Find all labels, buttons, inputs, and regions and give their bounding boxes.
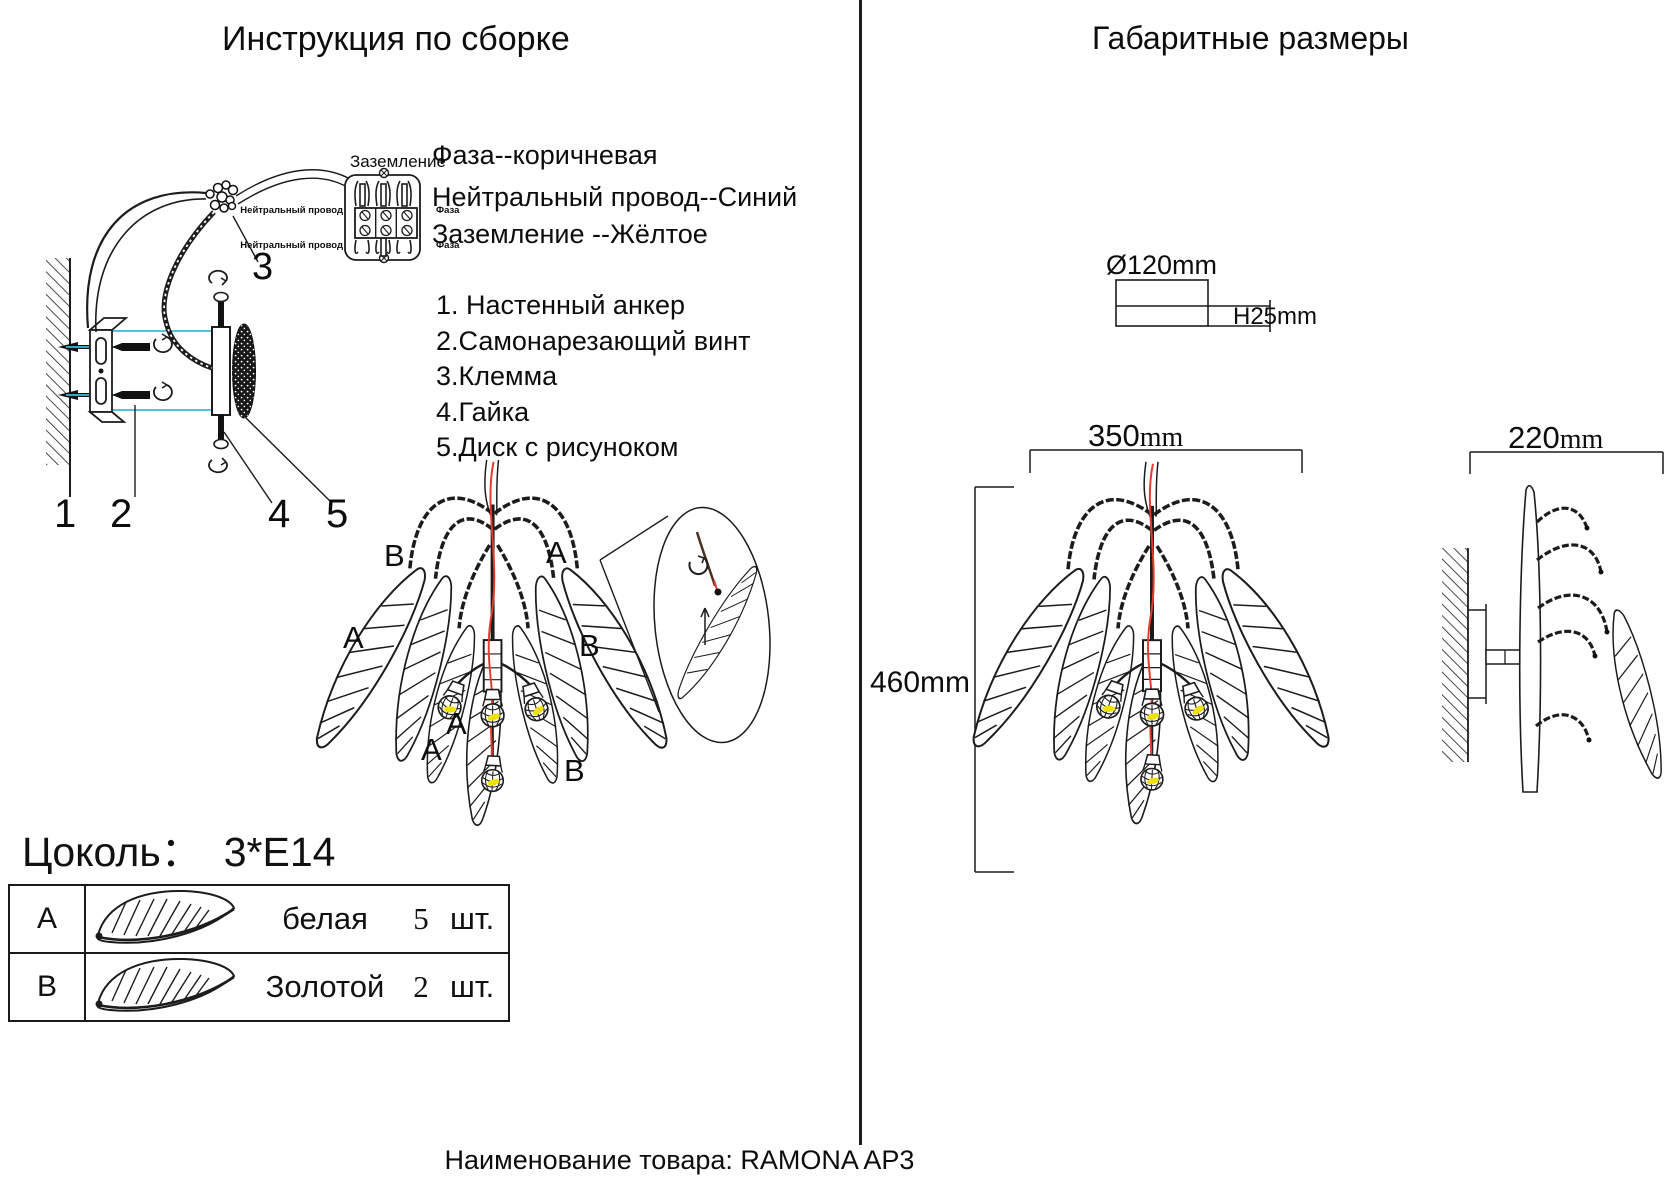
panel-divider — [859, 0, 862, 1145]
leaf-type-letter: A — [10, 886, 86, 952]
leaf-label: A — [421, 732, 442, 767]
leaf-quantity: 2 — [413, 969, 429, 1004]
callout-2: 2 — [110, 492, 133, 536]
dim-front-height: 460mm — [869, 666, 970, 699]
phase-label-bottom: Фаза — [436, 240, 460, 251]
leaf-illustration — [94, 889, 236, 945]
product-name: Наименование товара: RAMONA AP3 — [444, 1145, 915, 1175]
callout-5: 5 — [326, 492, 349, 536]
parts-list-item: 2.Самонарезающий винт — [436, 325, 751, 356]
socket-value: 3*E14 — [223, 829, 336, 875]
dim-plate-height: H25mm — [1233, 303, 1318, 330]
parts-list-item: 5.Диск с рисуноком — [436, 432, 679, 462]
leaf-quantity-unit: шт. — [450, 969, 495, 1004]
parts-list-item: 1. Настенный анкер — [436, 290, 685, 320]
wall-drawing — [46, 258, 71, 497]
dim-front-width: 350mm — [1088, 418, 1184, 453]
socket-label: Цоколь： — [22, 829, 202, 875]
leaf-illustration — [94, 957, 236, 1013]
leaf-label: B — [384, 538, 405, 573]
leaf-label: B — [564, 753, 585, 788]
leaf-type-letter: B — [10, 954, 86, 1020]
terminal-block-drawing: Заземление Нейтральный провод Нейтральны… — [240, 152, 460, 264]
dim-350-lines — [1029, 449, 1303, 473]
parts-list: 1. Настенный анкер 2.Самонарезающий винт… — [436, 288, 751, 466]
dim-460-lines — [974, 486, 1014, 873]
callout-1: 1 — [54, 492, 77, 536]
left-panel-title: Инструкция по сборке — [222, 20, 570, 58]
neutral-label-bottom: Нейтральный провод — [240, 240, 343, 251]
socket-spec: Цоколь： 3*E14 — [22, 818, 335, 878]
callout-leaders — [134, 215, 333, 504]
wire-legend-neutral: Нейтральный провод--Синий — [432, 182, 798, 212]
leaf-label: A — [343, 620, 364, 655]
leaf-label: A — [446, 706, 467, 741]
right-panel-title: Габаритные размеры — [1092, 20, 1409, 56]
dim-220-lines — [1469, 451, 1664, 474]
disc-drawing — [232, 323, 256, 419]
wall-bracket-drawing — [87, 317, 129, 423]
parts-list-item: 3.Клемма — [436, 361, 558, 391]
leaf-quantity: 5 — [413, 901, 429, 936]
leaf-color-name: Золотой — [265, 969, 385, 1004]
leaf-label: A — [546, 535, 567, 570]
phase-label-top: Фаза — [436, 205, 460, 216]
leaf-detail-magnifier — [599, 506, 771, 744]
table-row: B Золотой 2 шт. — [10, 952, 508, 1020]
dim-side-depth: 220mm — [1508, 420, 1604, 455]
plate-dimension-drawing — [1115, 279, 1271, 332]
callout-4: 4 — [268, 492, 291, 536]
parts-list-item: 4.Гайка — [436, 396, 530, 427]
screws-drawing — [112, 333, 173, 402]
dim-diameter: Ø120mm — [1106, 250, 1218, 280]
leaf-color-name: белая — [282, 901, 368, 936]
lamp-front-drawing-right — [957, 462, 1344, 825]
callout-3: 3 — [252, 246, 274, 288]
leaf-quantity-unit: шт. — [450, 901, 495, 936]
leaf-label: B — [579, 628, 600, 663]
ground-label: Заземление — [350, 152, 446, 171]
assembly-diagram: Заземление Нейтральный провод Нейтральны… — [46, 152, 771, 1181]
neutral-label-top: Нейтральный провод — [240, 205, 343, 216]
table-row: A белая 5 шт. — [10, 886, 508, 952]
mounting-plate-drawing — [208, 269, 231, 474]
wires-drawing — [86, 169, 353, 371]
side-view-drawing — [1442, 484, 1665, 793]
wire-legend-phase: Фаза--коричневая — [432, 140, 658, 170]
wire-legend-ground: Заземление --Жёлтое — [432, 219, 708, 249]
leaf-color-table: A белая 5 шт. B Золотой 2 шт. — [8, 884, 510, 1022]
